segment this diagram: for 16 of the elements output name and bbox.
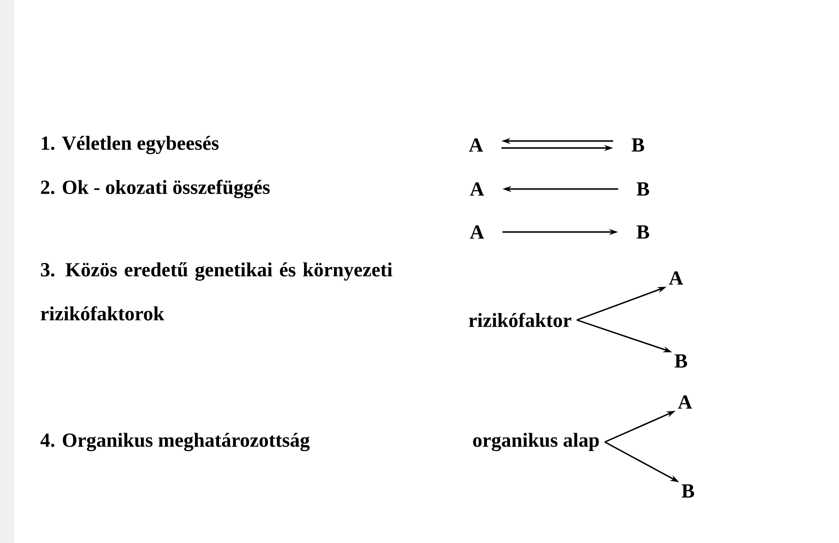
list-item: 4. Organikus meghatározottság	[40, 432, 310, 452]
node-text: A	[668, 271, 684, 285]
node-text: B	[674, 354, 688, 368]
node-text: A	[678, 395, 692, 409]
list-item: 1. Véletlen egybeesés	[42, 136, 219, 154]
node-text: B	[632, 138, 644, 152]
node-text: A	[470, 182, 484, 196]
list-item: 2. Ok - okozati összefüggés	[41, 180, 270, 198]
node-text: A	[470, 225, 484, 239]
node-text: B	[636, 225, 650, 239]
node-text: organikus alap	[473, 432, 599, 452]
node-text: B	[636, 182, 650, 196]
list-item: 3. Közös eredetű genetikai és környezeti rizikófaktorok	[40, 262, 392, 320]
node-text: B	[682, 484, 694, 498]
node-text: rizikófaktor	[468, 312, 572, 328]
node-text: A	[468, 138, 484, 152]
